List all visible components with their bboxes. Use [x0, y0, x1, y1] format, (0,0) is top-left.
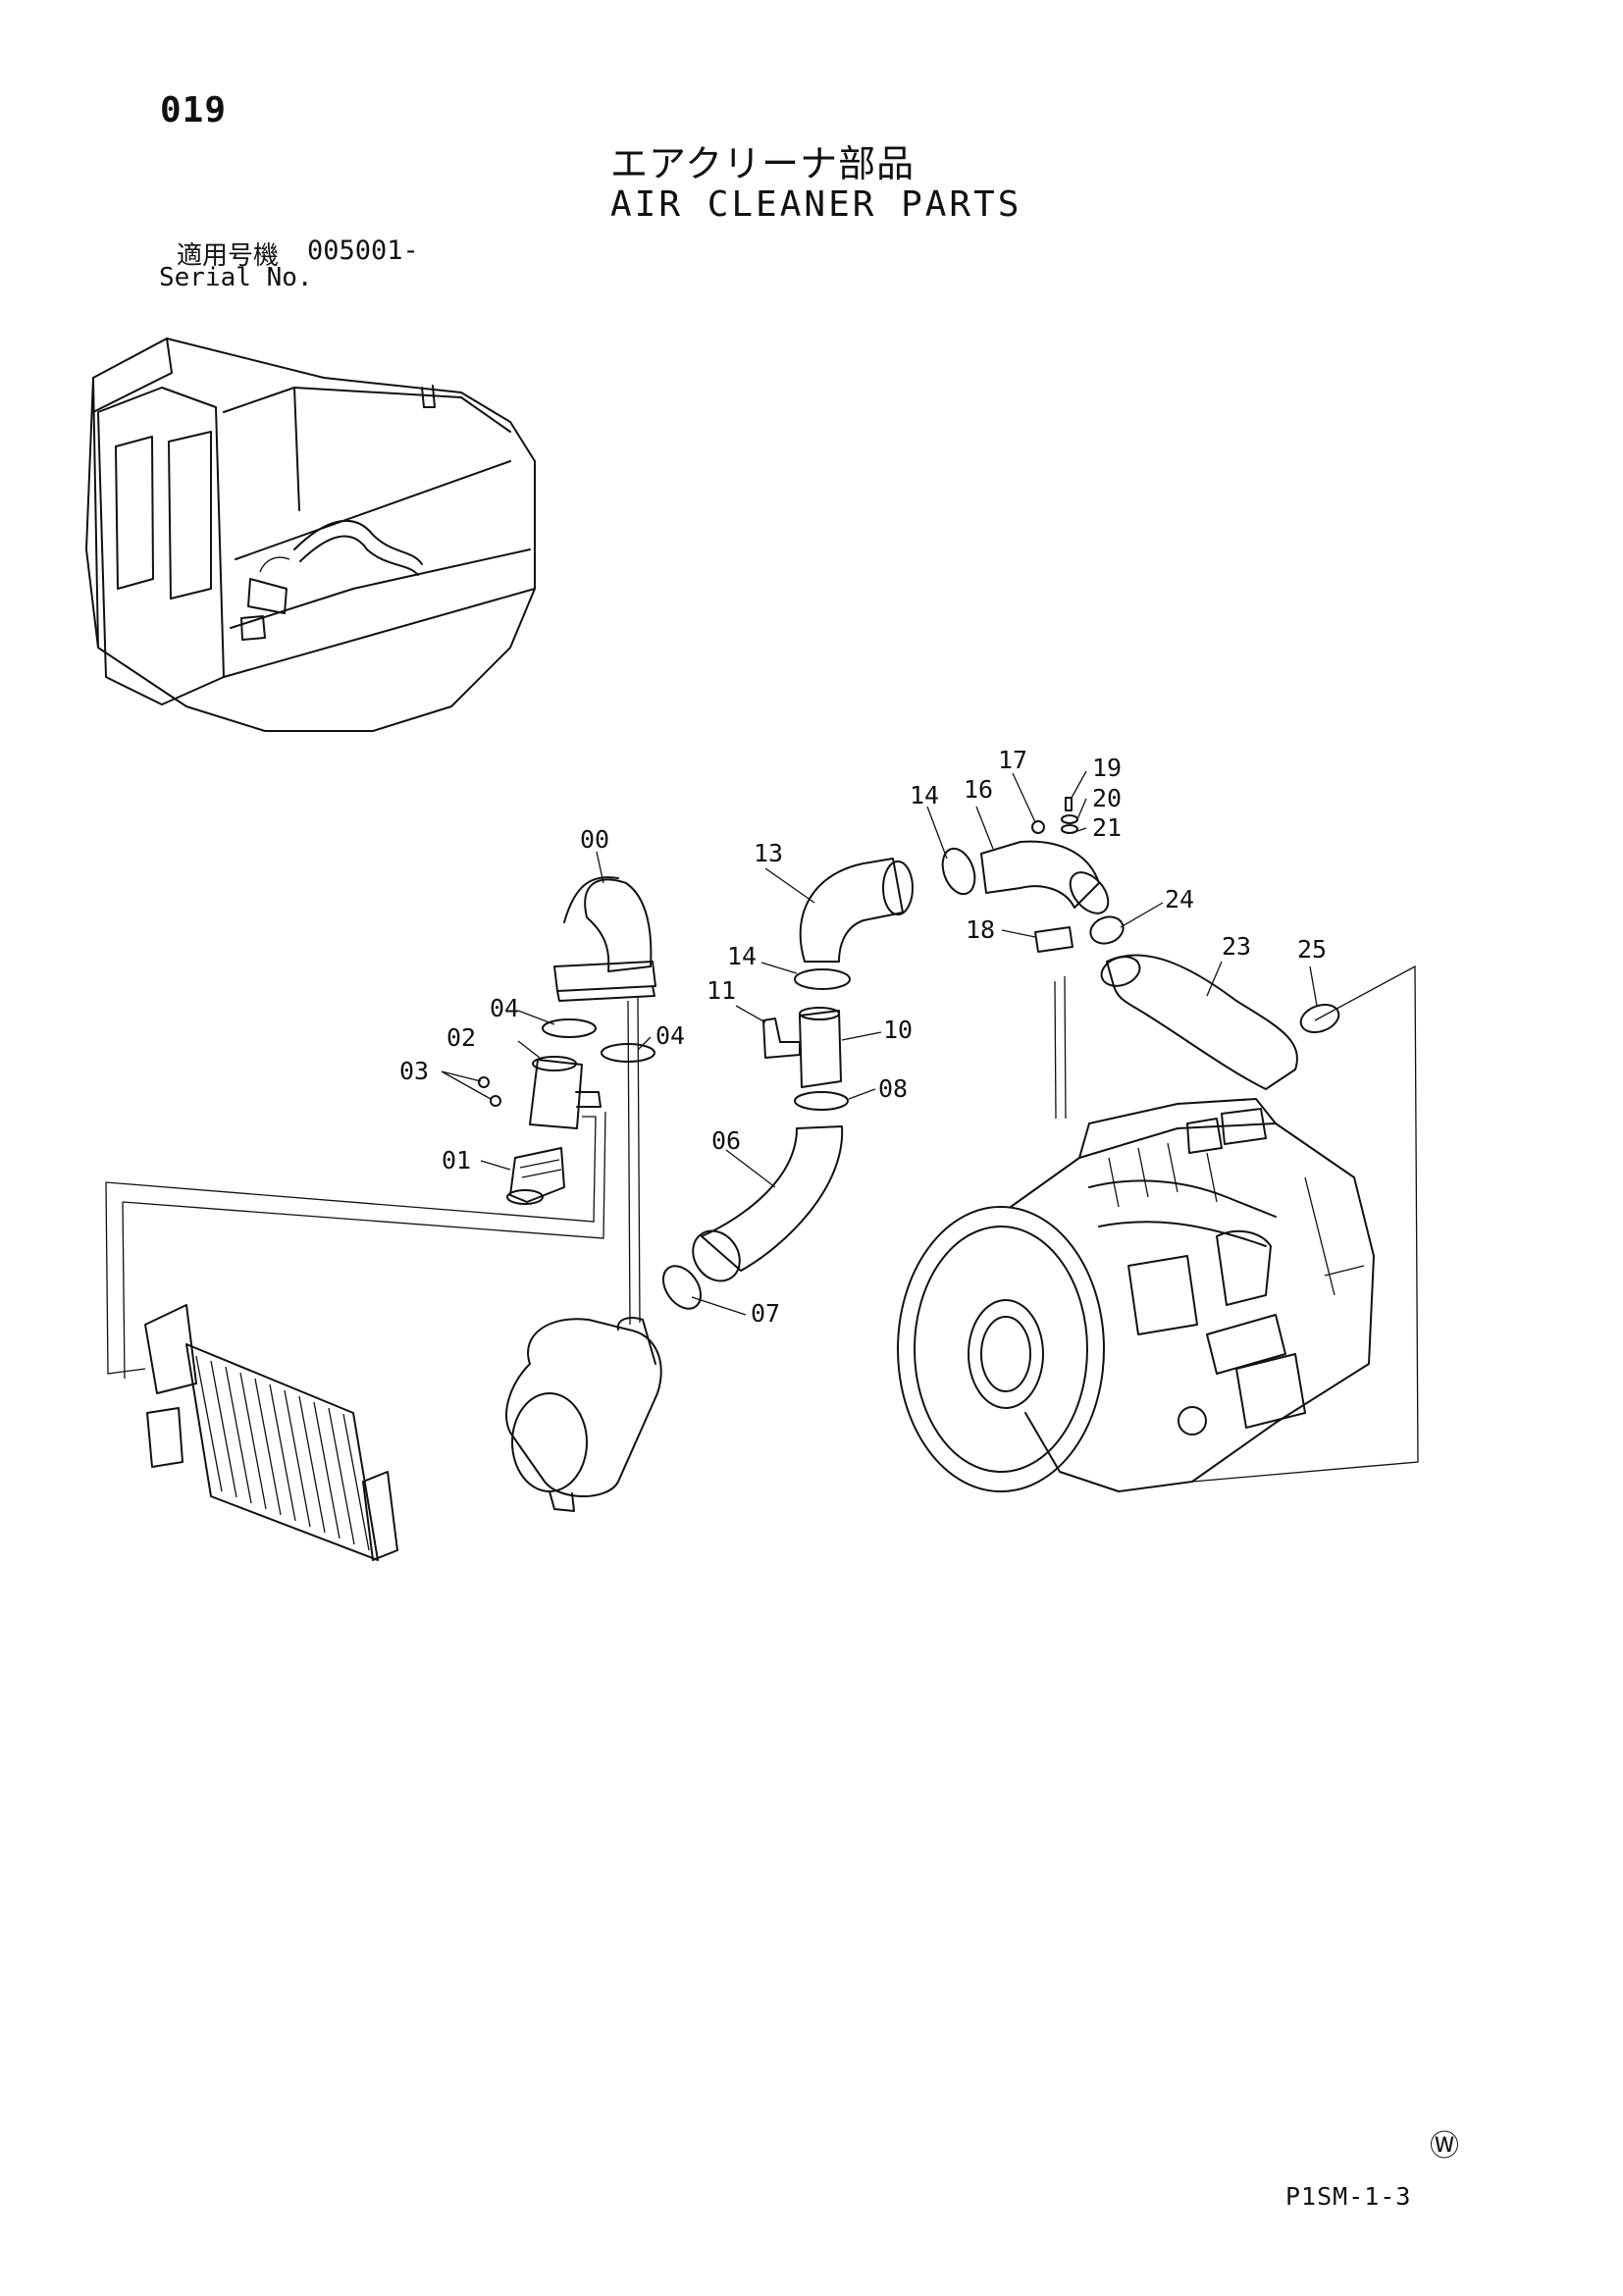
callout-01: 02 — [446, 1023, 476, 1052]
part-01-02-adapter — [478, 1056, 602, 1129]
engine-assembly — [897, 1098, 1375, 1492]
callout-14-upper: 14 — [910, 781, 939, 809]
w-mark-symbol: Ⓦ — [1430, 2129, 1459, 2164]
part-16-hose — [980, 840, 1110, 914]
callout-04-right: 04 — [655, 1021, 685, 1050]
part-03-elbow-hose — [553, 876, 656, 1002]
callout-14-lower: 14 — [727, 942, 757, 970]
page-number: 019 — [160, 90, 228, 130]
radiator-assembly — [144, 1304, 398, 1561]
routing-outline — [105, 965, 1419, 1483]
callout-07: 07 — [751, 1299, 780, 1328]
page-title-japanese: エアクリーナ部品 — [610, 142, 916, 185]
callout-25: 25 — [1297, 935, 1327, 964]
part-06-hose — [692, 1125, 844, 1282]
part-14-clamp-lower — [794, 968, 851, 990]
page-code: P1SM-1-3 — [1285, 2182, 1412, 2211]
air-cleaner-body — [505, 1317, 662, 1512]
part-23-hose — [1100, 954, 1298, 1090]
callout-00: 01 — [442, 1146, 471, 1174]
part-00-dust-valve — [506, 1147, 565, 1205]
callout-20: 20 — [1092, 784, 1122, 812]
callout-18: 18 — [966, 915, 995, 944]
part-08-clamp — [794, 1091, 849, 1111]
serial-number-value: 005001- — [307, 235, 419, 266]
part-25-clamp — [1299, 1003, 1340, 1034]
part-07-clamp — [661, 1265, 703, 1310]
parts-17-21-bolts-washers — [1031, 797, 1078, 834]
callout-06: 06 — [711, 1126, 741, 1155]
leader-lines — [441, 770, 1318, 1316]
callout-21: 21 — [1092, 813, 1122, 842]
callout-23: 23 — [1222, 932, 1251, 961]
part-14-clamp-upper — [941, 847, 976, 896]
part-24-clamp — [1089, 915, 1125, 945]
callout-labels: 00 04 04 02 03 01 13 14 11 10 08 06 07 1… — [399, 746, 1327, 1328]
serial-label-english: Serial No. — [159, 263, 313, 292]
callout-10: 10 — [883, 1016, 913, 1044]
part-10-pipe — [762, 1007, 842, 1088]
part-13-hose — [799, 858, 914, 963]
callout-17: 17 — [998, 746, 1027, 774]
part-18-bracket — [1034, 926, 1073, 953]
callout-04-left: 04 — [490, 994, 519, 1022]
serial-label-japanese: 適用号機 — [177, 241, 280, 271]
callout-02: 03 — [399, 1057, 429, 1085]
machine-overview-illustration — [85, 338, 536, 732]
callout-16: 16 — [964, 775, 993, 804]
callout-19: 19 — [1092, 754, 1122, 782]
callout-13: 13 — [754, 839, 783, 867]
callout-08: 08 — [878, 1074, 908, 1103]
callout-24: 24 — [1165, 885, 1194, 913]
callout-03: 00 — [580, 825, 609, 854]
page-title-english: AIR CLEANER PARTS — [610, 184, 1022, 225]
callout-11: 11 — [707, 976, 736, 1005]
